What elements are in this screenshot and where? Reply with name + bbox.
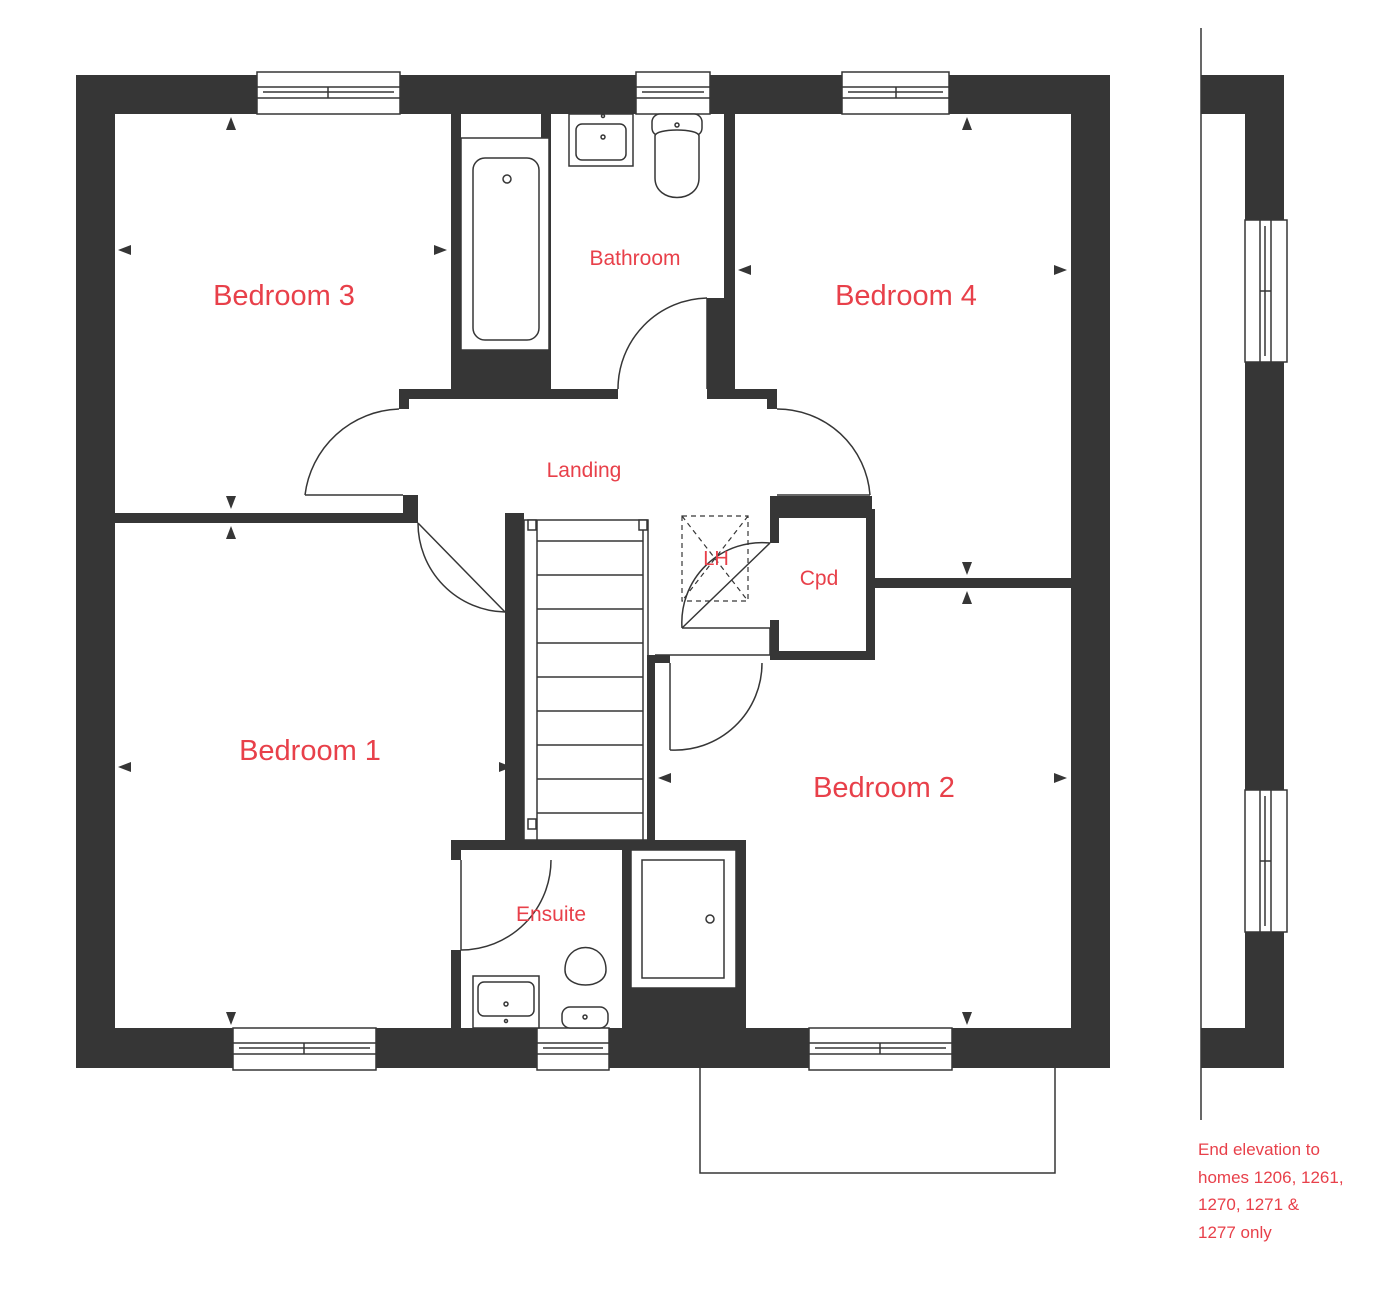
label-landing: Landing (547, 459, 622, 482)
windows (232, 71, 953, 1071)
door-ensuite (460, 859, 552, 951)
label-bedroom1: Bedroom 1 (239, 735, 381, 767)
label-bathroom: Bathroom (589, 247, 680, 270)
ensuite-toilet-icon (561, 946, 609, 1029)
end-elevation (1200, 28, 1288, 1120)
window-bedroom1 (232, 1027, 377, 1071)
porch-outline (699, 1068, 1056, 1174)
note-line: End elevation to (1198, 1140, 1320, 1159)
bath-icon (460, 137, 550, 351)
label-bedroom3: Bedroom 3 (213, 280, 355, 312)
window-bedroom3 (256, 71, 401, 115)
door-cupboard (681, 541, 771, 629)
door-bedroom4 (776, 408, 871, 496)
window-bedroom4 (841, 71, 950, 115)
door-bathroom (617, 297, 708, 390)
dimension-arrows (118, 117, 1067, 1025)
internal-walls (115, 114, 1071, 1028)
basin-icon (568, 113, 634, 167)
label-cpd: Cpd (800, 567, 839, 590)
window-bathroom (635, 71, 711, 115)
staircase (523, 519, 649, 841)
landing-cupboard-wall (655, 627, 771, 656)
label-ensuite: Ensuite (516, 903, 586, 926)
ensuite-basin-icon (472, 975, 540, 1029)
bathroom-fixtures (460, 113, 703, 351)
ensuite-fixtures (472, 849, 737, 1029)
note-line: 1270, 1271 & (1198, 1195, 1300, 1214)
end-elevation-note: End elevation to homes 1206, 1261, 1270,… (1198, 1136, 1388, 1246)
doors (304, 297, 871, 951)
window-ensuite (536, 1027, 610, 1071)
door-bedroom2 (669, 662, 763, 751)
note-line: homes 1206, 1261, (1198, 1167, 1344, 1187)
label-lh: LH (703, 548, 729, 570)
shower-icon (630, 849, 737, 989)
door-bedroom3 (304, 408, 403, 496)
loft-hatch (681, 515, 749, 602)
outer-wall (76, 75, 1110, 1068)
window-bedroom2 (808, 1027, 953, 1071)
note-line: 1277 only (1198, 1222, 1272, 1242)
door-bedroom1 (417, 522, 506, 613)
toilet-icon (651, 113, 703, 199)
label-bedroom4: Bedroom 4 (835, 280, 977, 312)
label-bedroom2: Bedroom 2 (813, 772, 955, 804)
